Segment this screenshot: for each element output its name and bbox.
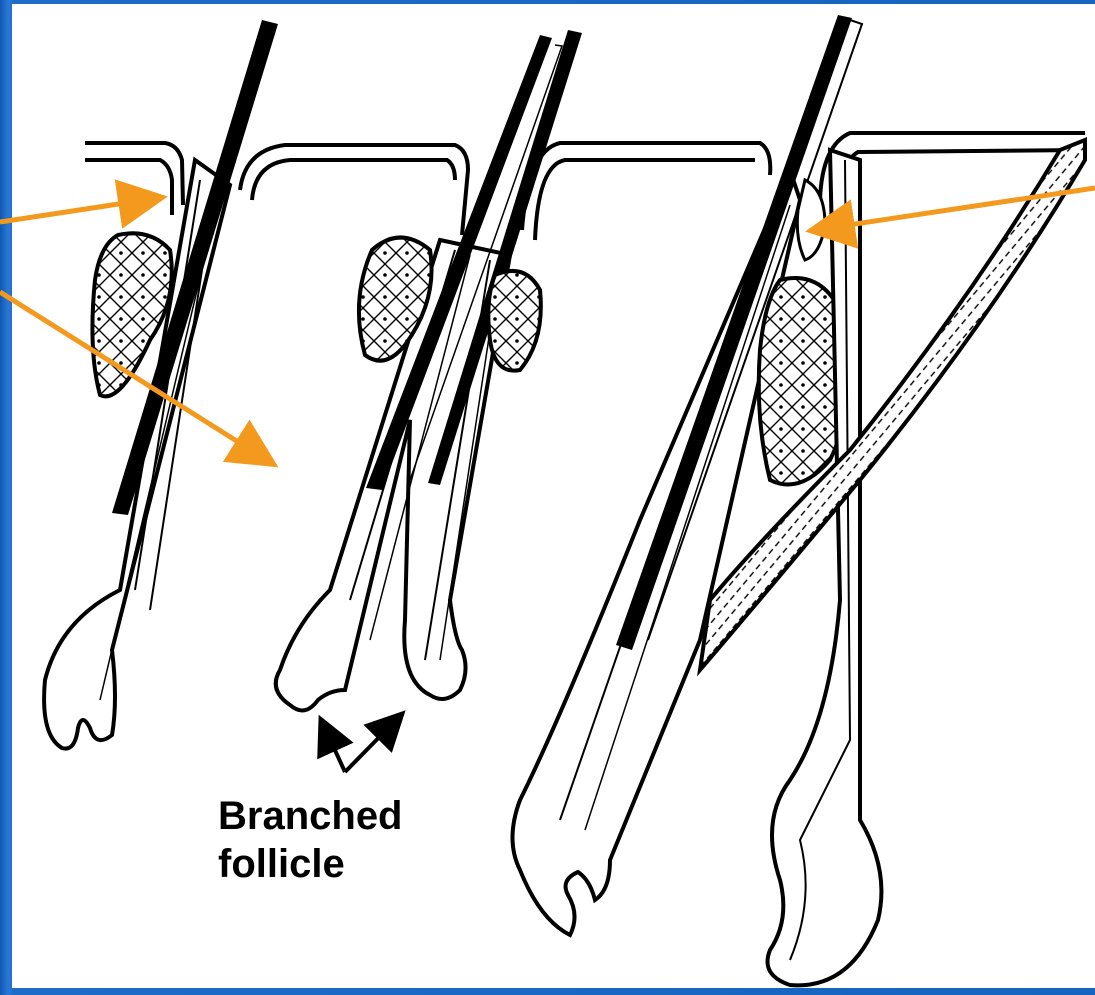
- label-line-2: follicle: [218, 840, 403, 888]
- black-arrow-icon: [322, 716, 400, 772]
- branched-follicle-label: Branched follicle: [218, 792, 403, 888]
- follicle-branched: [276, 30, 582, 710]
- label-line-1: Branched: [218, 792, 403, 840]
- follicle-1: [44, 20, 278, 749]
